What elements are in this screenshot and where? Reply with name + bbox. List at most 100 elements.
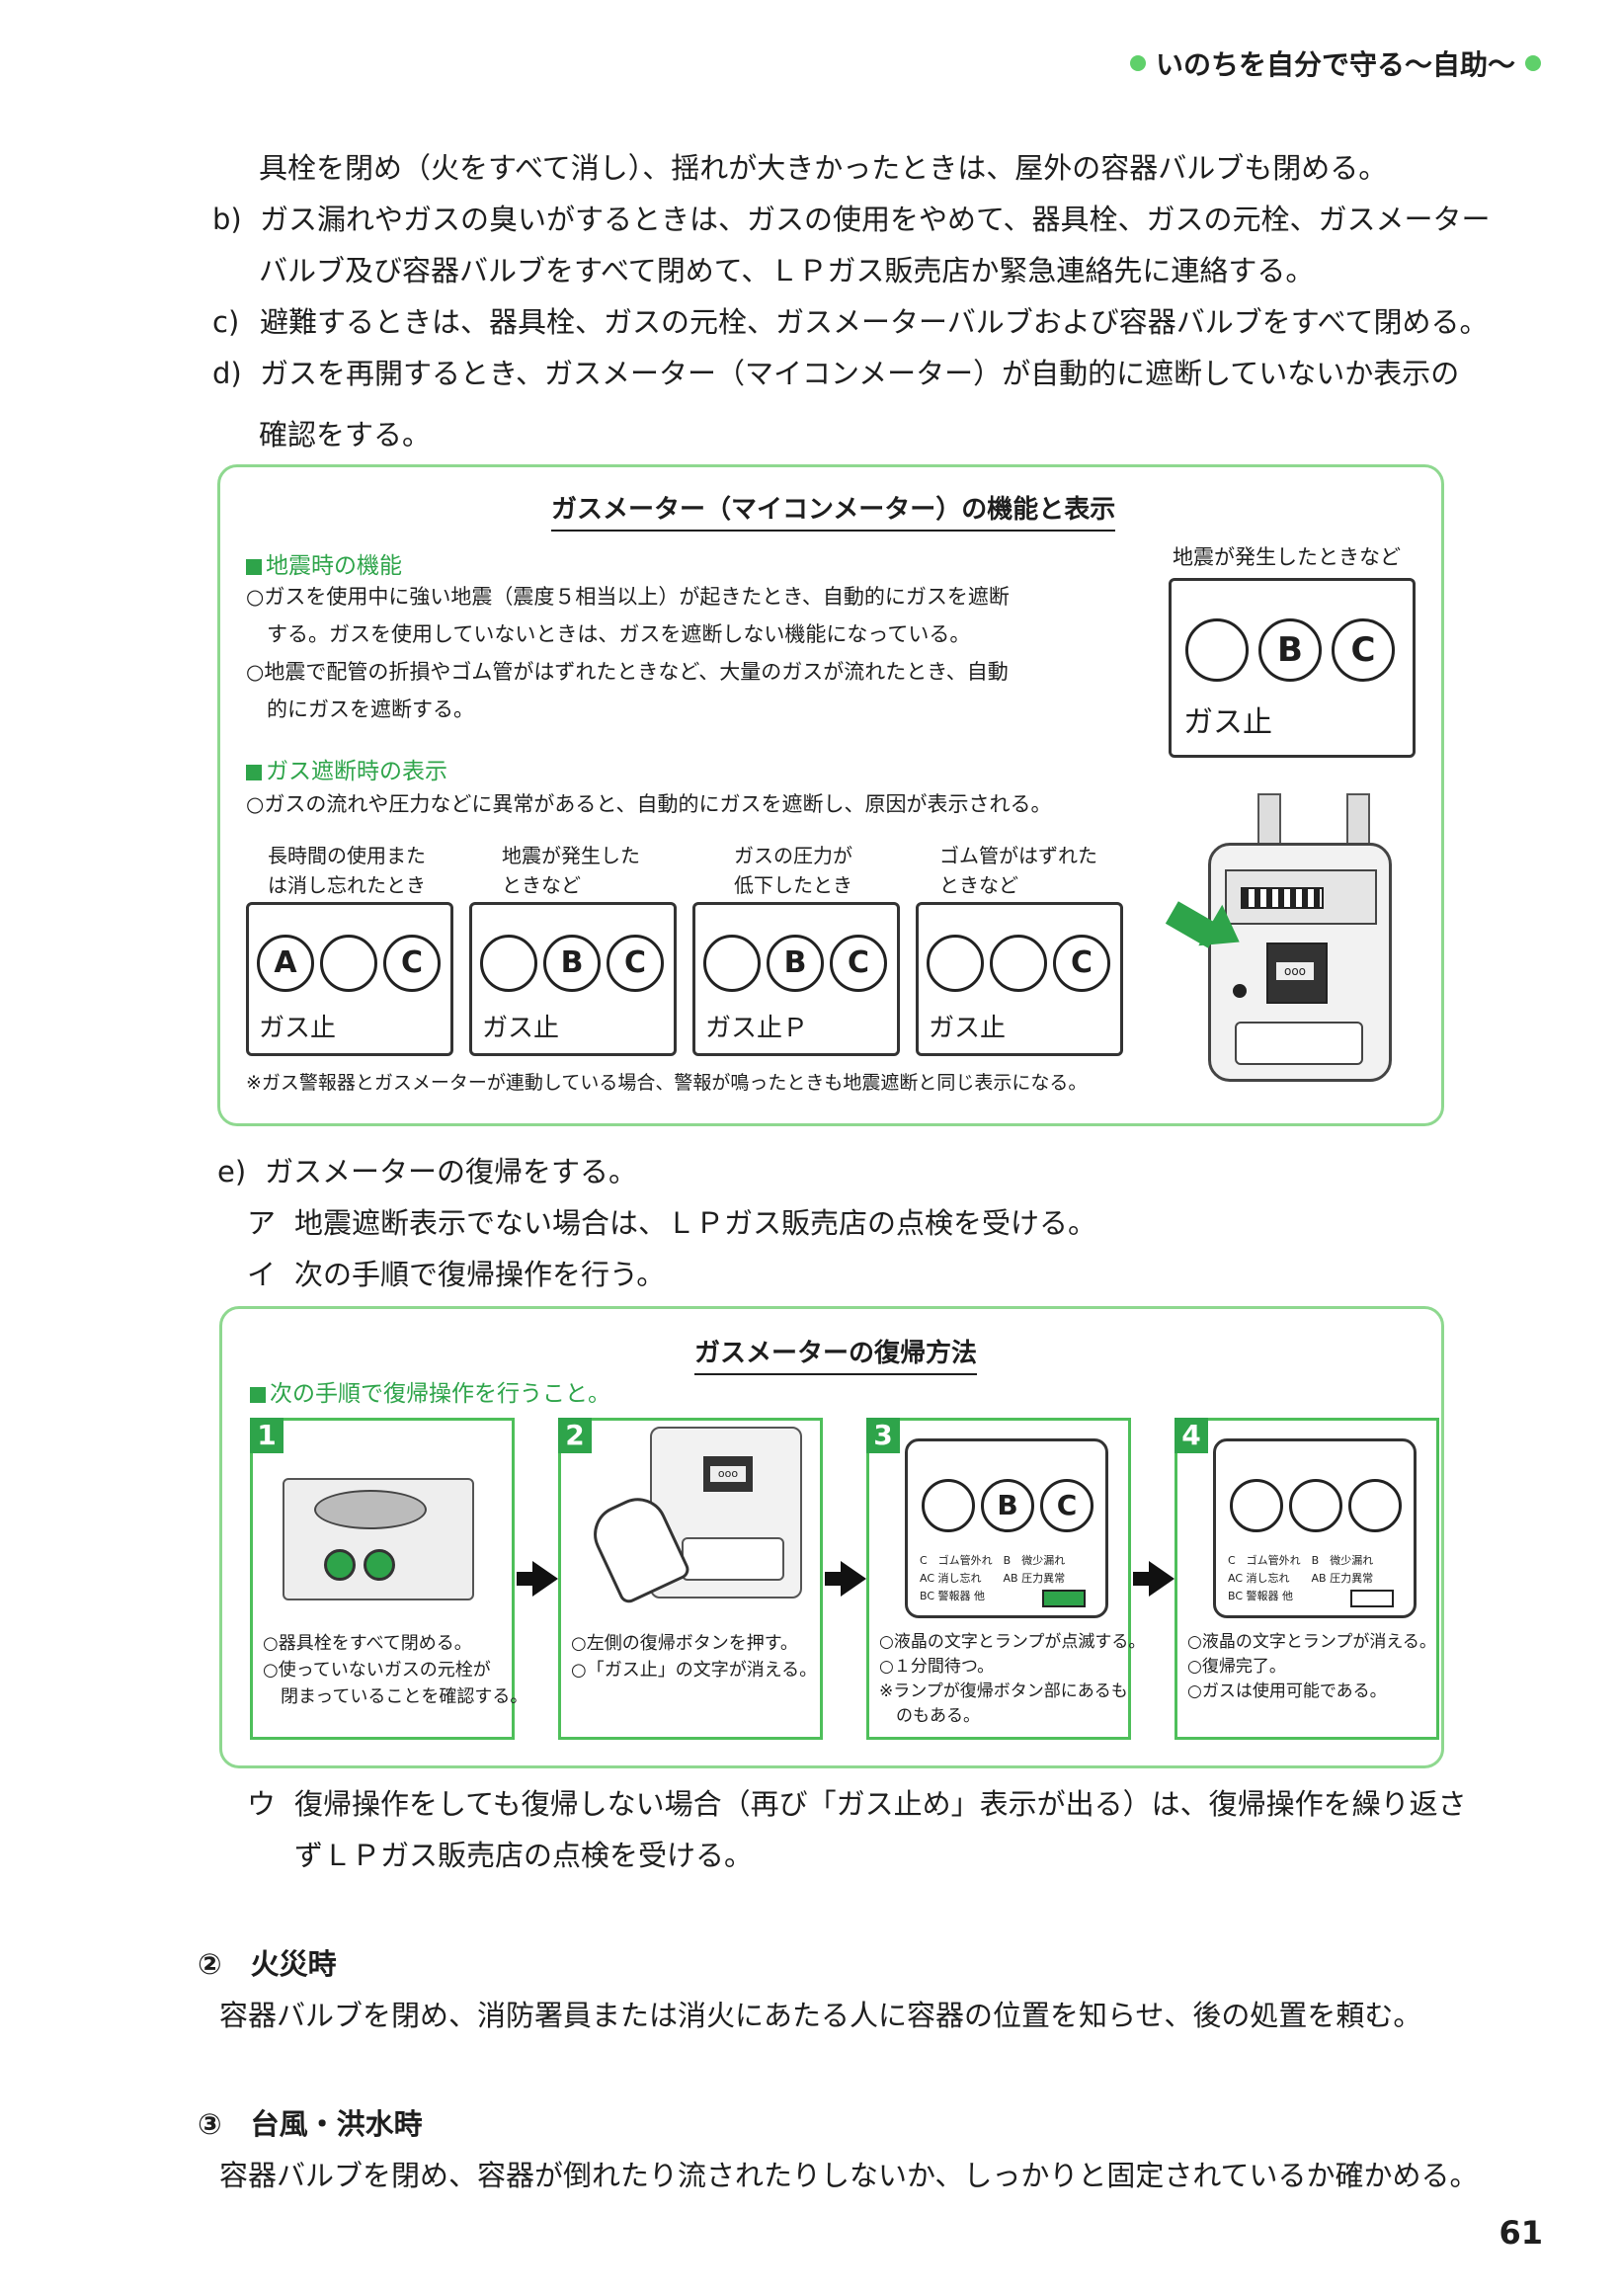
- step-text: ○液晶の文字とランプが消える。○復帰完了。○ガスは使用可能である。: [1187, 1632, 1436, 1701]
- arrow-icon: [1149, 1561, 1174, 1597]
- display-label: ガス止: [929, 1014, 1007, 1043]
- after-line: ウ復帰操作をしても復帰しない場合（再び「ガス止め」表示が出る）は、復帰操作を繰り…: [247, 1787, 1467, 1821]
- display-caption: ゴム管がはずれたときなど: [939, 844, 1097, 897]
- arrow-icon: [1133, 1572, 1151, 1586]
- intro-line: c)避難するときは、器具栓、ガスの元栓、ガスメーターバルブおよび容器バルブをすべ…: [212, 305, 1489, 339]
- display-circle: [927, 935, 984, 992]
- gas-stop-display: B C ガス止: [469, 902, 677, 1056]
- reset-button: [1233, 984, 1247, 998]
- status-lamp: [1042, 1590, 1086, 1607]
- display-circle: [703, 935, 761, 992]
- display-label: ガス止Ｐ: [705, 1014, 809, 1043]
- step-number: 1: [250, 1418, 284, 1453]
- intro-line: バルブ及び容器バルブをすべて閉めて、ＬＰガス販売店か緊急連絡先に連絡する。: [259, 254, 1315, 287]
- display-circle: [1289, 1479, 1342, 1532]
- box-title: ガスメーター（マイコンメーター）の機能と表示: [551, 489, 1116, 532]
- section-text: 容器バルブを閉め、消防署員または消火にあたる人に容器の位置を知らせ、後の処置を頼…: [219, 1999, 1422, 2032]
- mid-line: ア地震遮断表示でない場合は、ＬＰガス販売店の点検を受ける。: [247, 1206, 1097, 1240]
- display-circle: A: [257, 935, 314, 992]
- section-heading-typhoon: ③ 台風・洪水時: [198, 2107, 423, 2141]
- display-circle: [480, 935, 537, 992]
- display-circle: B: [1258, 618, 1322, 682]
- gas-stop-display: B C ガス止Ｐ: [692, 902, 900, 1056]
- display-caption: 長時間の使用または消し忘れたとき: [268, 844, 426, 897]
- text-line: する。ガスを使用していないときは、ガスを遮断しない機能になっている。: [246, 622, 971, 646]
- display-label: ガス止: [1183, 705, 1272, 740]
- step-number: 2: [558, 1418, 592, 1453]
- step-card: 1 ○器具栓をすべて閉める。○使っていないガスの元栓が 閉まっていることを確認す…: [250, 1418, 527, 1740]
- display-circle: [990, 935, 1047, 992]
- display-circle: C: [383, 935, 441, 992]
- gas-stop-display: A C ガス止: [246, 902, 453, 1056]
- meter-function-box: ガスメーター（マイコンメーター）の機能と表示 地震時の機能 ○ガスを使用中に強い…: [217, 464, 1444, 1126]
- status-lamp: [1350, 1590, 1394, 1607]
- bullet-dot-icon: [1129, 55, 1146, 71]
- section-heading: ガス遮断時の表示: [246, 752, 447, 785]
- burner-icon: [314, 1490, 427, 1529]
- display-circle: B: [981, 1479, 1034, 1532]
- box-title: ガスメーターの復帰方法: [694, 1333, 978, 1375]
- knob-icon: [364, 1549, 395, 1581]
- display-circle: [1348, 1479, 1402, 1532]
- display-label: ガス止: [259, 1014, 337, 1043]
- display-circle: [922, 1479, 975, 1532]
- mid-line: e)ガスメーターの復帰をする。: [217, 1155, 638, 1189]
- note-text: ※ガス警報器とガスメーターが連動している場合、警報が鳴ったときも地震遮断と同じ表…: [246, 1072, 1088, 1094]
- after-line: ずＬＰガス販売店の点検を受ける。: [294, 1839, 754, 1872]
- section-heading: 地震時の機能: [246, 546, 402, 580]
- display-caption: ガスの圧力が低下したとき: [734, 844, 852, 897]
- arrow-icon: [517, 1572, 534, 1586]
- mid-line: イ次の手順で復帰操作を行う。: [247, 1258, 666, 1291]
- display-circle: C: [1053, 935, 1110, 992]
- step-number: 3: [866, 1418, 900, 1453]
- quake-caption: 地震が発生したときなど: [1173, 545, 1401, 569]
- display-circle: B: [543, 935, 601, 992]
- meter-plate: [1235, 1022, 1363, 1065]
- gas-stop-display: C ガス止: [916, 902, 1123, 1056]
- display-circle: [320, 935, 377, 992]
- step-text: ○器具栓をすべて閉める。○使っていないガスの元栓が 閉まっていることを確認する。: [263, 1633, 528, 1707]
- display-caption: 地震が発生したときなど: [502, 844, 640, 897]
- section-heading: 次の手順で復帰操作を行うこと。: [250, 1374, 610, 1408]
- meter-counter: [1241, 887, 1324, 909]
- step-number: 4: [1174, 1418, 1208, 1453]
- display-circle: C: [830, 935, 887, 992]
- reset-method-box: ガスメーターの復帰方法 次の手順で復帰操作を行うこと。 1 ○器具栓をすべて閉め…: [219, 1306, 1444, 1768]
- header-title: いのちを自分で守る〜自助〜: [1155, 48, 1515, 81]
- meter-lcd: ooo: [703, 1456, 753, 1492]
- text-line: 的にガスを遮断する。: [246, 697, 474, 721]
- display-circle: C: [1332, 618, 1395, 682]
- intro-line: b)ガス漏れやガスの臭いがするときは、ガスの使用をやめて、器具栓、ガスの元栓、ガ…: [212, 203, 1491, 236]
- meter-lcd: ooo: [1266, 943, 1328, 1004]
- display-circle: [1185, 618, 1249, 682]
- arrow-icon: [841, 1561, 866, 1597]
- display-circle: C: [1040, 1479, 1094, 1532]
- text-line: ○ガスの流れや圧力などに異常があると、自動的にガスを遮断し、原因が表示される。: [246, 792, 1052, 816]
- section-text: 容器バルブを閉め、容器が倒れたり流されたりしないか、しっかりと固定されているか確…: [219, 2159, 1479, 2192]
- step-text: ○液晶の文字とランプが点滅する。○１分間待つ。※ランプが復帰ボタン部にあるも の…: [879, 1632, 1146, 1726]
- arrow-icon: [825, 1572, 843, 1586]
- page-number: 61: [1498, 2214, 1543, 2252]
- quake-display: B C ガス止: [1169, 578, 1416, 758]
- meter-lcd-text: ooo: [1276, 962, 1314, 980]
- display-label: ガス止: [482, 1014, 560, 1043]
- intro-line: d)ガスを再開するとき、ガスメーター（マイコンメーター）が自動的に遮断していない…: [212, 357, 1460, 390]
- arrow-icon: [532, 1561, 558, 1597]
- meter-plate: [682, 1537, 784, 1581]
- step-card: 2 ooo ○左側の復帰ボタンを押す。○「ガス止」の文字が消える。: [558, 1418, 823, 1740]
- knob-icon: [324, 1549, 356, 1581]
- display-circle: C: [607, 935, 664, 992]
- step-text: ○左側の復帰ボタンを押す。○「ガス止」の文字が消える。: [571, 1633, 818, 1681]
- text-line: ○地震で配管の折損やゴム管がはずれたときなど、大量のガスが流れたとき、自動: [246, 660, 1009, 684]
- stove-illustration: [283, 1478, 474, 1600]
- text-line: ○ガスを使用中に強い地震（震度５相当以上）が起きたとき、自動的にガスを遮断: [246, 585, 1010, 609]
- intro-line: 確認をする。: [259, 418, 432, 451]
- display-circle: B: [767, 935, 824, 992]
- gas-meter-illustration: ooo: [1208, 843, 1392, 1082]
